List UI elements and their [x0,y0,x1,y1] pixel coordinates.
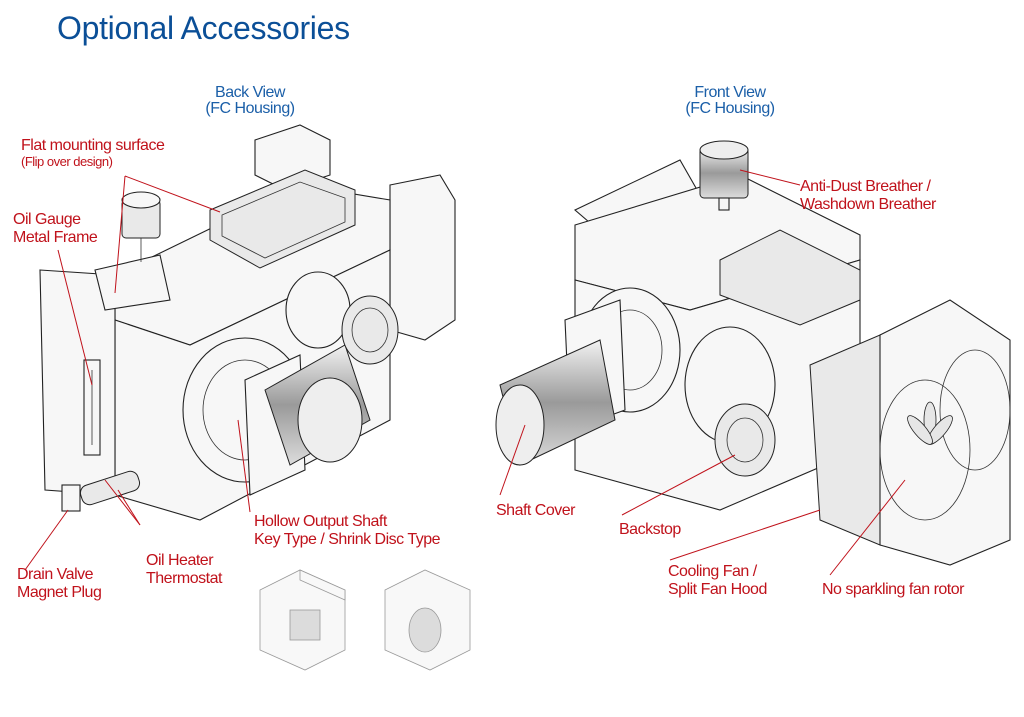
callout-backstop: Backstop [619,521,681,538]
leader-lines [24,169,906,576]
front-view-label: Front View (FC Housing) [685,84,775,117]
callout-cooling-fan: Cooling Fan / Split Fan Hood [668,563,767,598]
shrink-disc-thumbnail [384,569,471,671]
callout-oil-gauge: Oil Gauge Metal Frame [13,211,98,246]
callout-oil-heater: Oil Heater Thermostat [146,552,222,587]
back-view-label: Back View (FC Housing) [205,84,295,117]
front-view-gearbox [495,140,1011,566]
callout-breather: Anti-Dust Breather / Washdown Breather [800,178,936,213]
callout-drain-valve: Drain Valve Magnet Plug [17,566,102,601]
back-view-gearbox [39,124,456,521]
callout-hollow-output-shaft: Hollow Output Shaft Key Type / Shrink Di… [254,513,441,548]
key-type-thumbnail [259,569,346,671]
callout-flat-mounting-surface: Flat mounting surface (Flip over design) [21,137,165,169]
page-title: Optional Accessories [57,10,350,46]
callout-fan-rotor: No sparkling fan rotor [822,581,964,598]
callout-shaft-cover: Shaft Cover [496,502,575,519]
